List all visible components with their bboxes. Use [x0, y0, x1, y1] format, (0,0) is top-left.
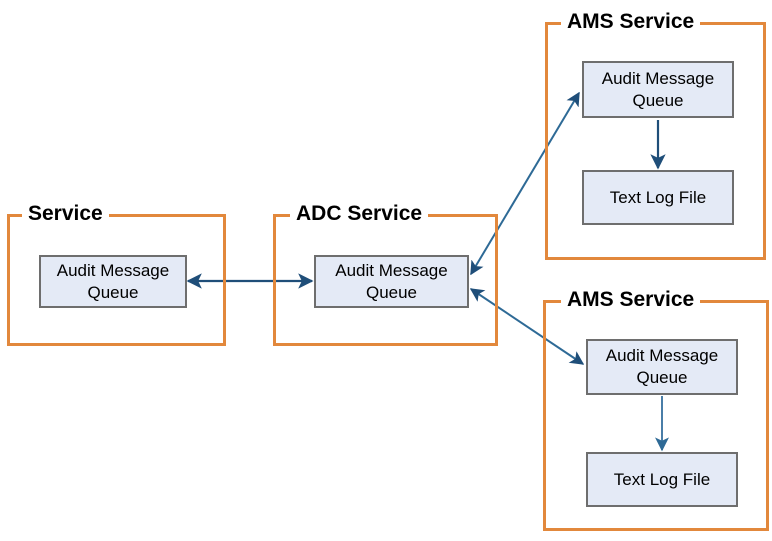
ams-top-audit-message-queue[interactable]: Audit Message Queue: [582, 61, 734, 118]
ams-bottom-queue-line1: Audit Message: [605, 346, 719, 365]
ams-top-log-label: Text Log File: [609, 187, 707, 207]
group-ams-service-top-label: AMS Service: [561, 11, 701, 32]
ams-bottom-log-label: Text Log File: [613, 469, 711, 489]
group-ams-service-bottom-label: AMS Service: [561, 289, 701, 310]
ams-bottom-text-log-file[interactable]: Text Log File: [586, 452, 738, 507]
service-queue-line2: Queue: [87, 282, 139, 302]
group-service: [7, 214, 226, 346]
ams-top-text-log-file[interactable]: Text Log File: [582, 170, 734, 225]
service-queue-line1: Audit Message: [56, 260, 170, 280]
adc-audit-message-queue[interactable]: Audit Message Queue: [314, 255, 469, 308]
ams-top-queue-line2: Queue: [632, 90, 684, 110]
service-audit-message-queue[interactable]: Audit Message Queue: [39, 255, 187, 308]
ams-bottom-audit-message-queue[interactable]: Audit Message Queue: [586, 339, 738, 395]
ams-bottom-queue-line2: Queue: [636, 368, 688, 387]
group-service-label: Service: [22, 203, 109, 224]
ams-top-queue-line1: Audit Message: [601, 68, 715, 88]
adc-queue-line2: Queue: [365, 282, 418, 302]
group-adc-service-label: ADC Service: [290, 203, 429, 224]
adc-queue-line1: Audit Message: [335, 260, 448, 280]
